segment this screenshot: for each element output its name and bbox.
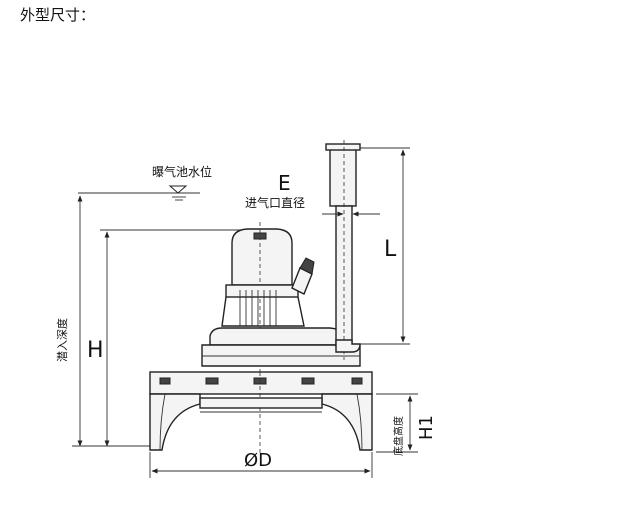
pipe-length-dimension — [360, 147, 410, 345]
immersion-depth-dimension — [72, 195, 155, 447]
water-level-label: 曝气池水位 — [152, 164, 212, 179]
label-l: L — [384, 237, 397, 262]
base-height-label: 底盘高度 — [392, 416, 405, 456]
pump-motor — [201, 222, 361, 378]
water-level-symbol — [78, 185, 200, 201]
base-height-dimension — [376, 393, 418, 453]
inlet-diameter-label: 进气口直径 — [245, 195, 305, 210]
label-e: E — [278, 171, 291, 195]
page-heading: 外型尺寸： — [20, 6, 96, 24]
label-d: ØD — [244, 450, 272, 471]
base-frame — [149, 371, 373, 455]
label-h: H — [87, 338, 104, 363]
air-inlet-pipe — [325, 140, 361, 360]
immersion-depth-label: 潜入深度 — [55, 318, 69, 362]
height-dimension — [100, 229, 258, 447]
diameter-dimension — [149, 452, 373, 478]
label-h1: H1 — [416, 415, 437, 440]
